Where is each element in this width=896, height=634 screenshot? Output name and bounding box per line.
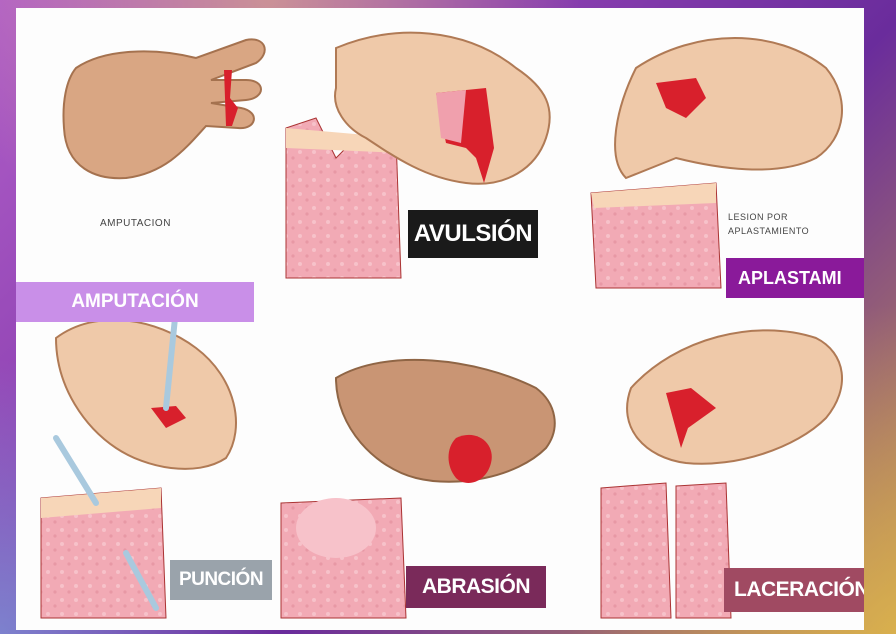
caption-lesion-line1: LESION POR <box>728 212 788 222</box>
label-amputacion: AMPUTACIÓN <box>16 282 254 322</box>
label-abrasion: ABRASIÓN <box>406 566 546 608</box>
label-aplastamiento: APLASTAMI <box>726 258 864 298</box>
caption-lesion-line2: APLASTAMIENTO <box>728 226 809 236</box>
amputation-hand-illustration <box>64 39 265 178</box>
label-avulsion: AVULSIÓN <box>408 210 538 258</box>
label-laceracion: LACERACIÓN <box>724 568 864 612</box>
label-puncion: PUNCIÓN <box>170 560 272 600</box>
crush-illustration <box>591 38 842 288</box>
caption-amputacion: AMPUTACION <box>100 218 171 229</box>
